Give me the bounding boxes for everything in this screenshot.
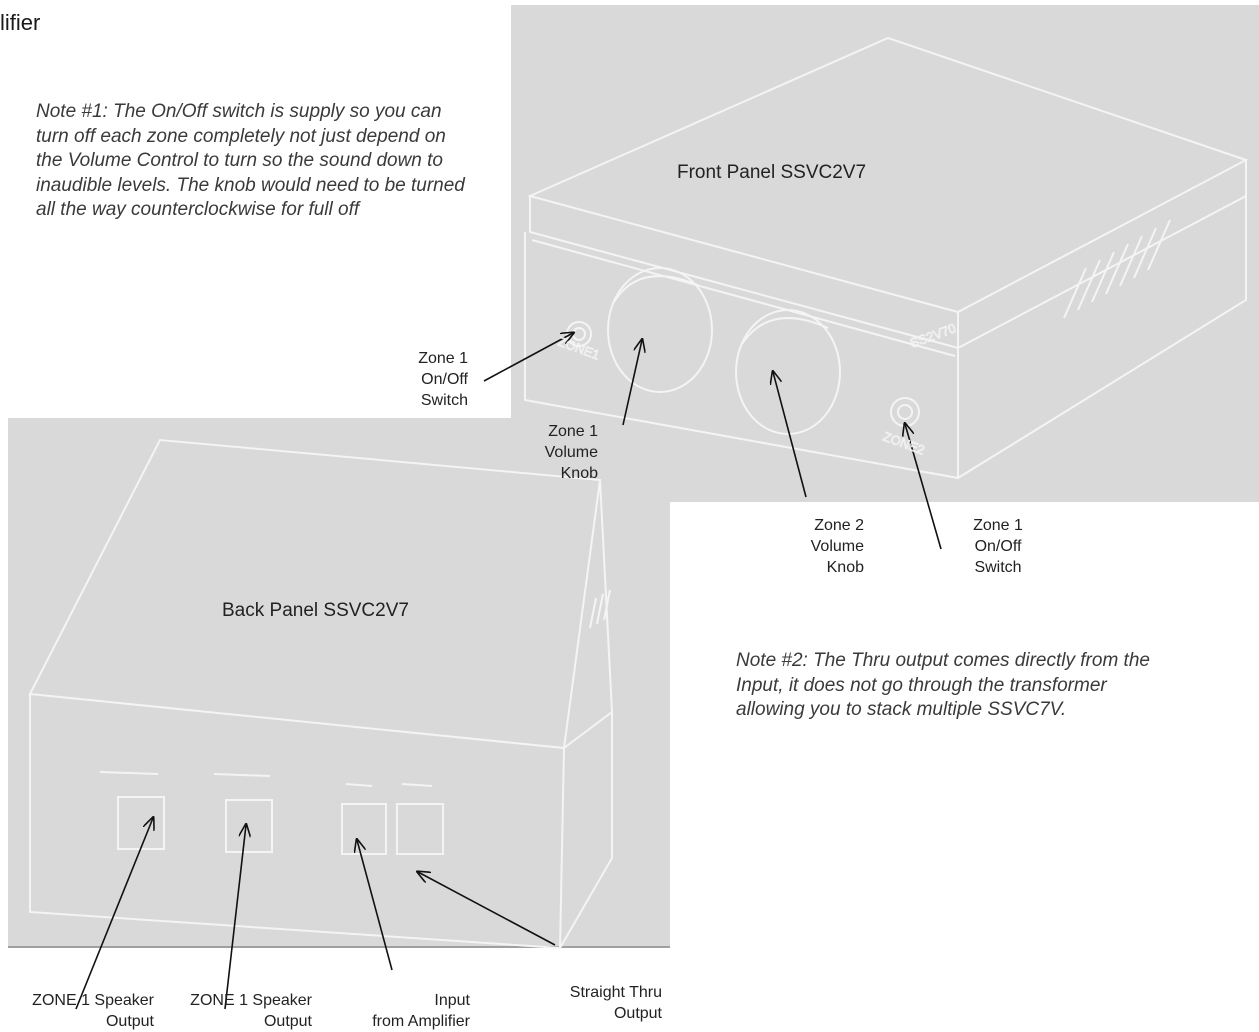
callout-zone2-switch: Zone 1 On/Off Switch	[960, 515, 1036, 578]
callout-line: Knob	[826, 559, 864, 576]
callout-line: Zone 2	[814, 517, 864, 534]
callout-line: Input	[434, 992, 470, 1009]
callout-line: Volume	[810, 538, 864, 555]
callout-line: Zone 1	[973, 517, 1023, 534]
callout-line: ZONE 1 Speaker	[32, 992, 154, 1009]
callout-line: Zone 1	[548, 423, 598, 440]
page-title-fragment: lifier	[0, 10, 41, 35]
callout-zone1-switch: Zone 1 On/Off Switch	[402, 348, 468, 411]
callout-line: On/Off	[421, 371, 468, 388]
note-1: Note #1: The On/Off switch is supply so …	[36, 101, 465, 220]
back-panel-photo	[8, 418, 670, 948]
callout-line: Output	[263, 1013, 312, 1030]
callout-zone2-knob: Zone 2 Volume Knob	[800, 515, 864, 578]
front-panel-title: Front Panel SSVC2V7	[677, 162, 867, 183]
callout-line: On/Off	[974, 538, 1022, 555]
note-2: Note #2: The Thru output comes directly …	[736, 650, 1150, 720]
callout-line: Switch	[420, 392, 468, 409]
callout-line: Output	[105, 1013, 154, 1030]
callout-line: Zone 1	[418, 350, 468, 367]
callout-speaker2: ZONE 1 Speaker Output	[170, 990, 312, 1032]
callout-zone1-knob: Zone 1 Volume Knob	[520, 421, 598, 484]
callout-line: Switch	[974, 559, 1022, 576]
callout-thru: Straight Thru Output	[536, 982, 662, 1024]
callout-line: ZONE 1 Speaker	[190, 992, 312, 1009]
callout-line: Straight Thru	[569, 984, 662, 1001]
callout-line: Output	[613, 1005, 662, 1022]
callout-line: from Amplifier	[372, 1013, 470, 1030]
callout-speaker1: ZONE 1 Speaker Output	[10, 990, 154, 1032]
callout-line: Volume	[544, 444, 598, 461]
back-panel-title: Back Panel SSVC2V7	[222, 600, 409, 621]
callout-line: Knob	[560, 465, 598, 482]
callout-input: Input from Amplifier	[330, 990, 470, 1032]
